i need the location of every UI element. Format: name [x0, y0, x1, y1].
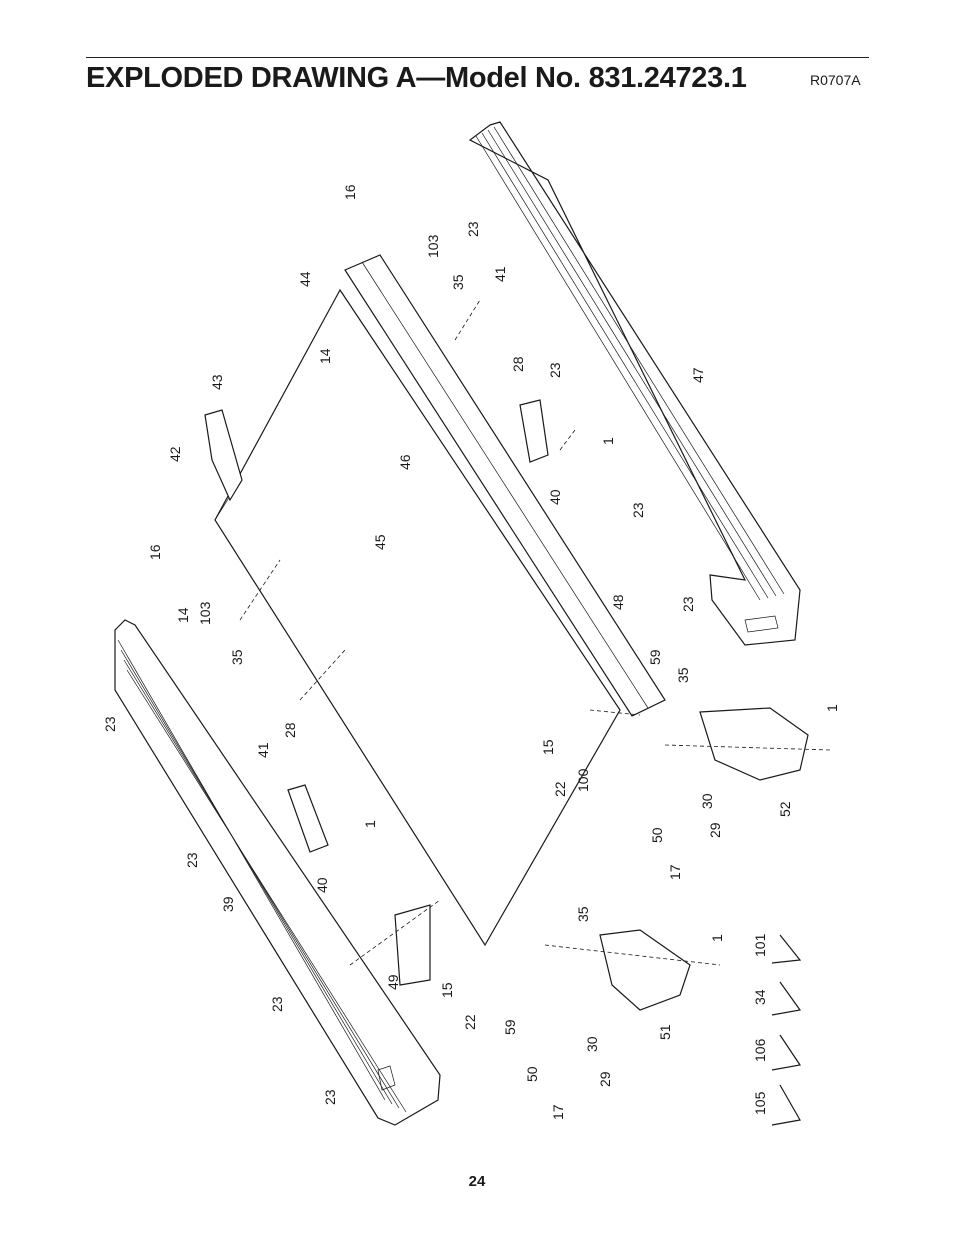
part-label: 1	[362, 820, 378, 828]
part-label: 106	[752, 1038, 768, 1062]
part-label: 43	[209, 374, 225, 390]
left-side-rail	[114, 619, 441, 1126]
part-label: 28	[510, 356, 526, 372]
rear-end-caps	[204, 399, 549, 986]
part-label: 23	[269, 996, 285, 1012]
part-label: 29	[597, 1071, 613, 1087]
part-label: 40	[547, 489, 563, 505]
part-label: 101	[752, 933, 768, 957]
drawing-code: R0707A	[810, 72, 861, 88]
u-brackets	[771, 934, 802, 1126]
part-labels: 16 103 44 35 41 23 14 28 23 43 1 46 42 4…	[102, 184, 840, 1120]
part-label: 42	[167, 446, 183, 462]
part-label: 51	[657, 1024, 673, 1040]
part-label: 14	[317, 348, 333, 364]
motor-hood	[599, 707, 809, 1011]
part-label: 23	[465, 221, 481, 237]
part-label: 100	[575, 768, 591, 792]
part-label: 41	[492, 266, 508, 282]
page-number: 24	[468, 1173, 486, 1190]
part-label: 22	[462, 1014, 478, 1030]
part-label: 44	[297, 271, 313, 287]
frame-rail	[344, 254, 666, 717]
part-label: 1	[824, 704, 840, 712]
part-label: 34	[752, 989, 768, 1005]
part-label: 23	[322, 1089, 338, 1105]
part-label: 16	[147, 544, 163, 560]
part-label: 45	[372, 534, 388, 550]
part-label: 41	[255, 742, 271, 758]
part-label: 46	[397, 454, 413, 470]
part-label: 59	[647, 649, 663, 665]
part-label: 105	[752, 1091, 768, 1115]
part-label: 16	[342, 184, 358, 200]
part-label: 23	[680, 596, 696, 612]
part-label: 23	[630, 502, 646, 518]
part-label: 49	[385, 974, 401, 990]
part-label: 15	[439, 982, 455, 998]
part-label: 17	[667, 864, 683, 880]
right-side-rail	[468, 121, 801, 646]
part-label: 15	[540, 739, 556, 755]
part-label: 103	[425, 234, 441, 258]
part-label: 17	[550, 1104, 566, 1120]
part-label: 35	[450, 274, 466, 290]
part-label: 29	[707, 822, 723, 838]
part-label: 47	[690, 367, 706, 383]
part-label: 50	[649, 827, 665, 843]
part-label: 1	[600, 437, 616, 445]
assembly-dashed-lines	[239, 299, 831, 966]
part-label: 1	[709, 934, 725, 942]
part-label: 39	[220, 896, 236, 912]
part-label: 50	[524, 1066, 540, 1082]
part-label: 52	[777, 801, 793, 817]
part-label: 35	[675, 667, 691, 683]
part-label: 59	[502, 1019, 518, 1035]
header-rule	[86, 57, 869, 58]
part-label: 23	[547, 362, 563, 378]
part-label: 103	[197, 601, 213, 625]
part-label: 30	[699, 793, 715, 809]
part-label: 30	[584, 1036, 600, 1052]
part-label: 22	[552, 781, 568, 797]
part-label: 23	[102, 716, 118, 732]
page-title: EXPLODED DRAWING A—Model No. 831.24723.1	[86, 62, 747, 94]
part-label: 14	[175, 607, 191, 623]
part-label: 35	[229, 649, 245, 665]
part-label: 40	[314, 877, 330, 893]
part-label: 23	[184, 852, 200, 868]
part-label: 35	[575, 906, 591, 922]
part-label: 48	[610, 594, 626, 610]
part-label: 28	[282, 722, 298, 738]
